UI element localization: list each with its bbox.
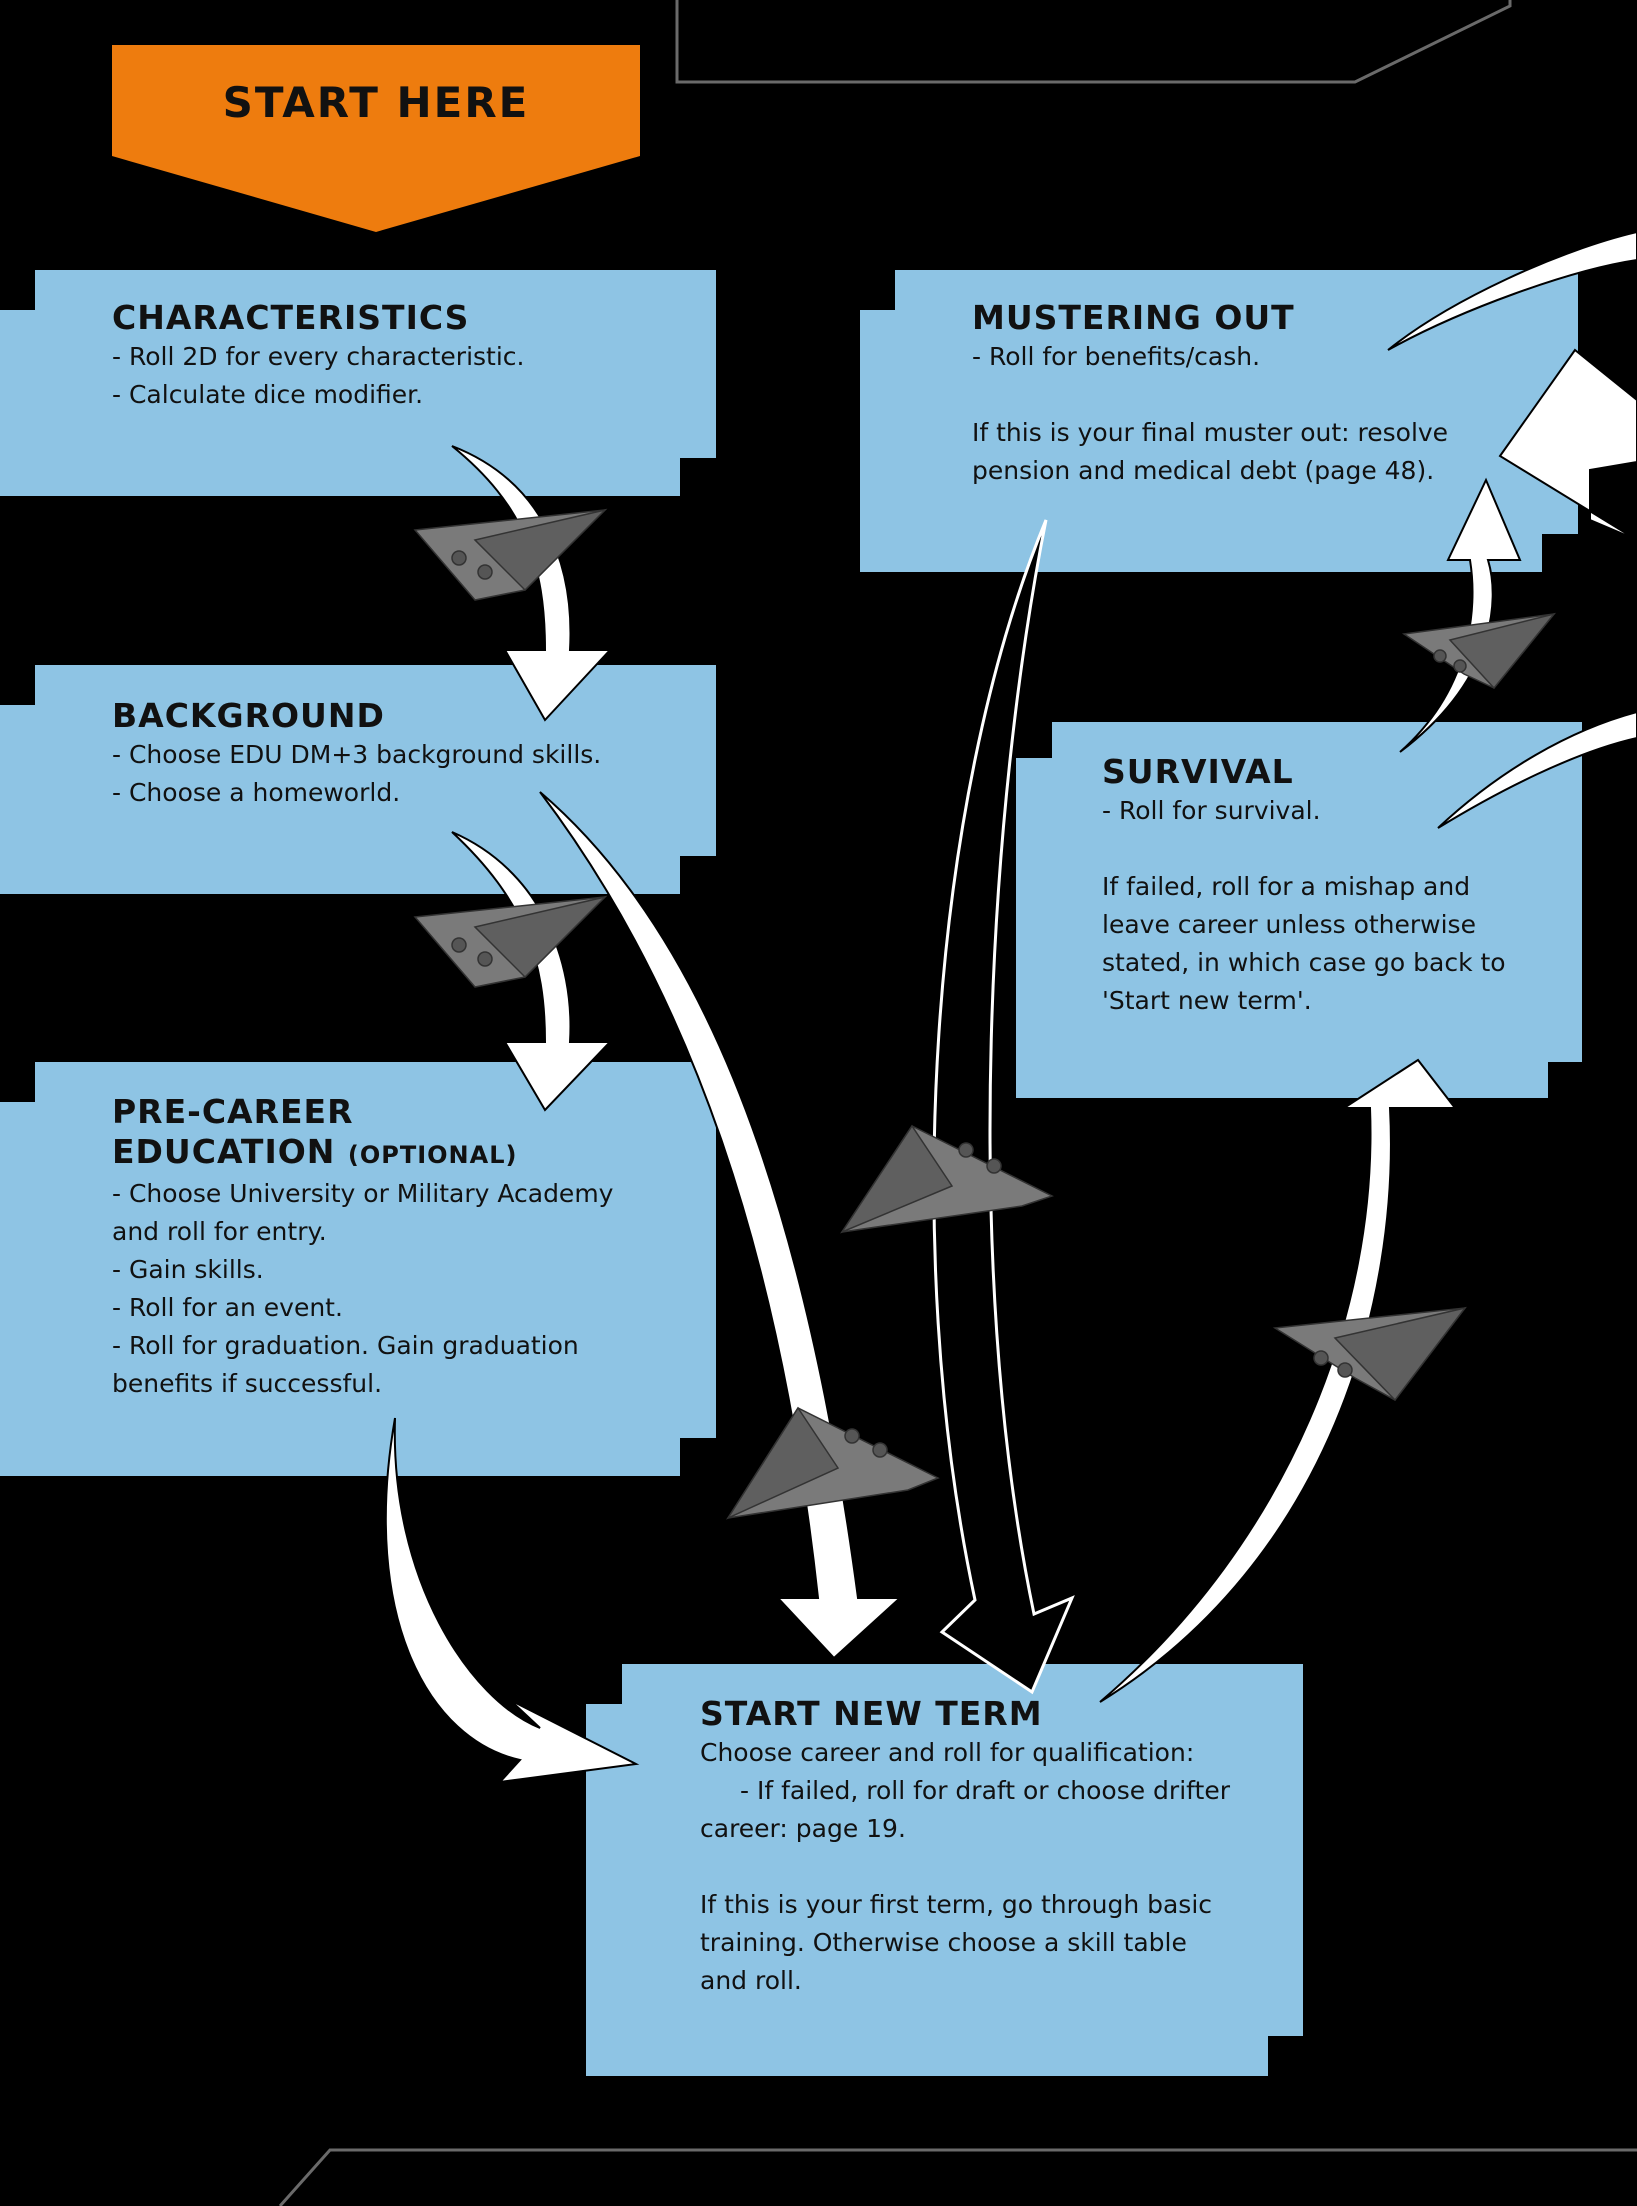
arrow-pre-to-term (384, 1417, 640, 1784)
pre-career-title-line1: PRE-CAREER (112, 1092, 354, 1131)
survival-line: stated, in which case go back to (1102, 948, 1506, 977)
mustering-out-line: If this is your final muster out: resolv… (972, 418, 1449, 447)
start-new-term-line: Choose career and roll for qualification… (700, 1738, 1195, 1767)
ship-icon (840, 1124, 1054, 1234)
ship-icon (413, 895, 608, 988)
survival-line: leave career unless otherwise (1102, 910, 1476, 939)
background-line: - Choose a homeworld. (112, 778, 401, 807)
arrow-exit-mid (1437, 710, 1637, 829)
start-new-term-line: - If failed, roll for draft or choose dr… (740, 1776, 1230, 1805)
ship-icon (1272, 1306, 1467, 1402)
survival-title: SURVIVAL (1102, 752, 1294, 791)
background-title: BACKGROUND (112, 696, 385, 735)
pre-career-line: - Choose University or Military Academy (112, 1179, 614, 1208)
arrow-bg-to-pre (451, 831, 613, 1112)
start-new-term-title: START NEW TERM (700, 1694, 1043, 1733)
start-new-term-line: and roll. (700, 1966, 802, 1995)
characteristics-title: CHARACTERISTICS (112, 298, 470, 337)
pre-career-line: - Gain skills. (112, 1255, 264, 1284)
arrow-exit-right (1498, 348, 1637, 541)
arrow-muster-to-term (932, 519, 1075, 1695)
arrow-term-to-survival (1099, 1058, 1458, 1703)
background-line: - Choose EDU DM+3 background skills. (112, 740, 602, 769)
arrow-char-to-bg (451, 445, 613, 722)
pre-career-line: - Roll for graduation. Gain graduation (112, 1331, 579, 1360)
pre-career-line: - Roll for an event. (112, 1293, 343, 1322)
survival-box: SURVIVAL - Roll for survival. If failed,… (1102, 752, 1562, 1020)
pre-career-line: and roll for entry. (112, 1217, 327, 1246)
frame-lines (278, 0, 1637, 2206)
pre-career-box: PRE-CAREER EDUCATION (OPTIONAL) - Choose… (112, 1092, 712, 1403)
start-new-term-line: training. Otherwise choose a skill table (700, 1928, 1187, 1957)
start-here-label: START HERE (222, 78, 530, 127)
ship-icon (1401, 612, 1556, 690)
mustering-out-line: pension and medical debt (page 48). (972, 456, 1435, 485)
ship-icons (413, 508, 1556, 1520)
characteristics-line: - Roll 2D for every characteristic. (112, 342, 525, 371)
ship-icon (413, 508, 608, 601)
box-plates (0, 270, 1582, 2076)
survival-line: - Roll for survival. (1102, 796, 1321, 825)
characteristics-line: - Calculate dice modifier. (112, 380, 424, 409)
start-new-term-line: career: page 19. (700, 1814, 906, 1843)
pre-career-line: benefits if successful. (112, 1369, 383, 1398)
survival-line: If failed, roll for a mishap and (1102, 872, 1471, 901)
mustering-out-box: MUSTERING OUT - Roll for benefits/cash. … (972, 298, 1492, 490)
start-new-term-box: START NEW TERM Choose career and roll fo… (700, 1694, 1280, 2000)
start-here-banner (112, 45, 640, 232)
survival-line: 'Start new term'. (1102, 986, 1312, 1015)
arrow-exit-top (1387, 230, 1637, 351)
pre-career-title: PRE-CAREER EDUCATION (OPTIONAL) (112, 1092, 712, 1175)
start-new-term-line: If this is your first term, go through b… (700, 1890, 1213, 1919)
pre-career-title-line2: EDUCATION (112, 1132, 336, 1171)
mustering-out-line: - Roll for benefits/cash. (972, 342, 1261, 371)
ship-icon (726, 1406, 940, 1520)
background-box: BACKGROUND - Choose EDU DM+3 background … (112, 696, 702, 812)
mustering-out-title: MUSTERING OUT (972, 298, 1295, 337)
optional-tag: (OPTIONAL) (347, 1141, 518, 1169)
characteristics-box: CHARACTERISTICS - Roll 2D for every char… (112, 298, 702, 414)
